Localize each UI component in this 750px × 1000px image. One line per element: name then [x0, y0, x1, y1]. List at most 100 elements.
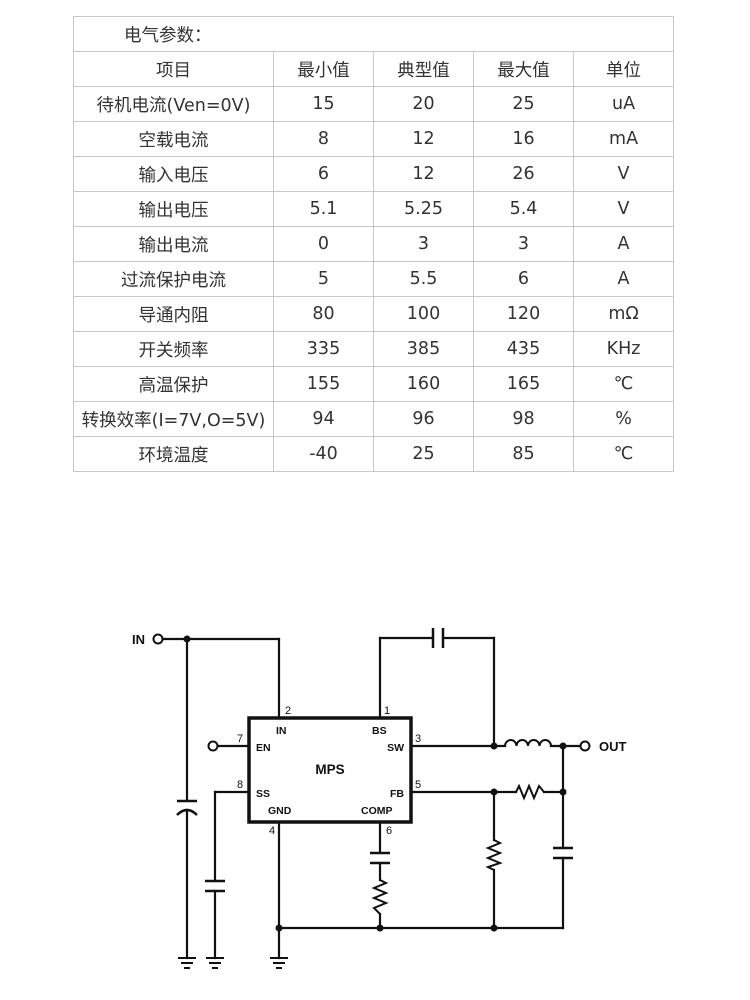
value-cell: 5.1 — [273, 191, 374, 227]
value-cell: 16 — [473, 121, 574, 157]
ground-icon — [270, 957, 288, 969]
output-terminal — [579, 740, 591, 752]
pin-number: 6 — [386, 825, 392, 837]
value-cell: 120 — [473, 296, 574, 332]
resistors — [371, 783, 545, 915]
parameter-name-cell: 导通内阻 — [73, 296, 274, 332]
input-label: IN — [132, 632, 145, 647]
caption-row: 电气参数： — [72, 16, 675, 52]
pin-name: COMP — [361, 805, 393, 817]
value-cell: 26 — [473, 156, 574, 192]
comp-capacitor — [370, 851, 390, 865]
capacitors — [176, 628, 573, 893]
table-caption: 电气参数： — [72, 16, 675, 52]
value-cell: mΩ — [572, 296, 675, 332]
value-cell: 0 — [273, 226, 374, 262]
pin-number: 5 — [415, 779, 421, 791]
feedback-top-resistor — [515, 783, 545, 801]
parameter-name-cell: 输出电压 — [73, 191, 274, 227]
pin-name: IN — [276, 725, 287, 737]
terminals — [152, 633, 591, 752]
value-cell: 160 — [373, 366, 474, 402]
feedback-bottom-resistor — [485, 839, 503, 871]
value-cell: ℃ — [572, 436, 675, 472]
parameter-name-cell: 待机电流(Ven=0V) — [73, 86, 274, 122]
comp-resistor — [371, 879, 389, 915]
pin-names: IN BS EN SW SS FB GND COMP — [256, 725, 404, 817]
header-row: 项目 最小值 典型值 最大值 单位 — [73, 51, 675, 87]
value-cell: 335 — [273, 331, 374, 367]
parameter-name-cell: 开关频率 — [73, 331, 274, 367]
pin-name: BS — [372, 725, 387, 737]
pin-number: 1 — [384, 705, 390, 717]
header-cell: 典型值 — [373, 51, 474, 87]
header-cell: 单位 — [572, 51, 675, 87]
value-cell: 5.25 — [373, 191, 474, 227]
pin-number: 4 — [269, 825, 275, 837]
value-cell: 25 — [473, 86, 574, 122]
header-cell: 最大值 — [473, 51, 574, 87]
parameter-name-cell: 输出电流 — [73, 226, 274, 262]
value-cell: 5.4 — [473, 191, 574, 227]
pin-number: 8 — [237, 779, 243, 791]
parameter-name-cell: 高温保护 — [73, 366, 274, 402]
value-cell: 12 — [373, 156, 474, 192]
value-cell: 3 — [373, 226, 474, 262]
pin-number: 3 — [415, 733, 421, 745]
value-cell: 85 — [473, 436, 574, 472]
chip-body — [247, 716, 413, 824]
pin-name: GND — [268, 805, 292, 817]
value-cell: 98 — [473, 401, 574, 437]
ground-symbols — [178, 957, 288, 969]
value-cell: 5.5 — [373, 261, 474, 297]
value-cell: 25 — [373, 436, 474, 472]
input-capacitor — [176, 799, 198, 816]
input-terminal — [152, 633, 164, 645]
soft-start-capacitor — [205, 879, 225, 893]
value-cell: ℃ — [572, 366, 675, 402]
value-cell: KHz — [572, 331, 675, 367]
value-cell: 435 — [473, 331, 574, 367]
value-cell: 165 — [473, 366, 574, 402]
value-cell: 94 — [273, 401, 374, 437]
output-inductor — [504, 739, 552, 747]
value-cell: 5 — [273, 261, 374, 297]
value-cell: 6 — [273, 156, 374, 192]
pin-number: 7 — [237, 733, 243, 745]
value-cell: V — [572, 156, 675, 192]
enable-terminal — [207, 740, 219, 752]
value-cell: % — [572, 401, 675, 437]
value-cell: uA — [572, 86, 675, 122]
ground-icon — [178, 957, 196, 969]
value-cell: 3 — [473, 226, 574, 262]
pin-numbers: 2 1 7 3 8 5 4 6 — [237, 705, 421, 837]
pin-name: EN — [256, 742, 271, 754]
output-label: OUT — [599, 739, 627, 754]
value-cell: 20 — [373, 86, 474, 122]
parameter-name-cell: 空载电流 — [73, 121, 274, 157]
value-cell: 155 — [273, 366, 374, 402]
parameter-name-cell: 转换效率(I=7V,O=5V) — [73, 401, 274, 437]
pin-name: FB — [390, 788, 404, 800]
pin-number: 2 — [285, 705, 291, 717]
pin-name: SS — [256, 788, 270, 800]
value-cell: V — [572, 191, 675, 227]
value-cell: 15 — [273, 86, 374, 122]
parameter-name-cell: 输入电压 — [73, 156, 274, 192]
chip-label: MPS — [315, 762, 344, 777]
header-cell: 项目 — [73, 51, 274, 87]
ground-icon — [206, 957, 224, 969]
pin-name: SW — [387, 742, 404, 754]
value-cell: -40 — [273, 436, 374, 472]
